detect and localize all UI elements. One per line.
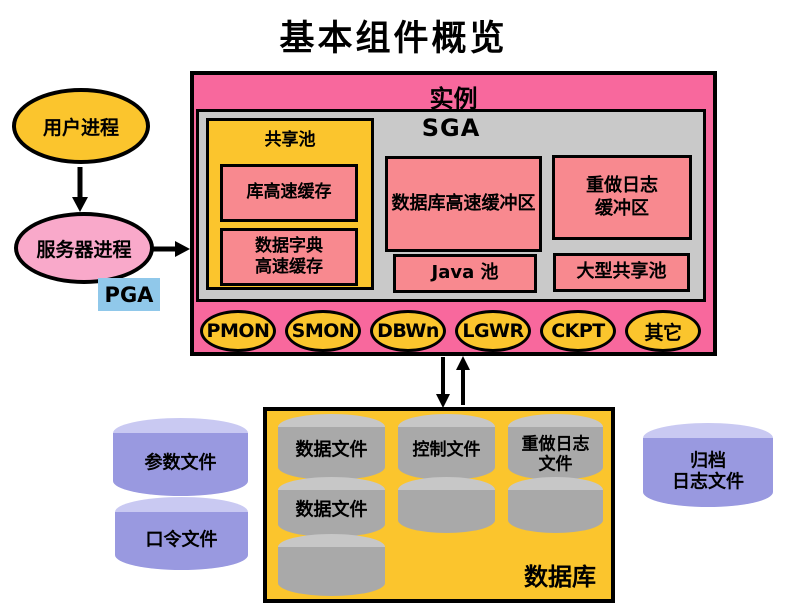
large-pool-box: 大型共享池: [553, 253, 690, 292]
cylinder-body: [508, 490, 603, 533]
process-ellipse-lgwr: LGWR: [455, 310, 531, 352]
page-title: 基本组件概览: [279, 19, 508, 59]
server-process-node: 服务器进程: [14, 212, 154, 284]
cylinder-body: [278, 427, 385, 480]
instance-box: 实例 SGA 共享池 库高速缓存 数据字典 高速缓存 数据库高速缓冲区 重做日志…: [190, 71, 717, 356]
sga-title: SGA: [421, 114, 481, 142]
arrow-db-to-instance: [456, 356, 470, 405]
parameter-file-cylinder: 参数文件: [113, 418, 248, 496]
password-file-label: 口令文件: [145, 529, 218, 551]
redo-log-buffer-box: 重做日志 缓冲区: [552, 155, 692, 240]
user-process-label: 用户进程: [42, 116, 119, 139]
cylinder-body: [113, 433, 248, 496]
archive-log-file-label: 归档 日志文件: [672, 450, 744, 492]
cylinder-body: [643, 438, 773, 507]
cylinder-body: [278, 490, 385, 537]
server-process-label: 服务器进程: [36, 238, 132, 261]
control-file-cylinder-extra: [398, 477, 495, 533]
arrow-instance-to-db: [436, 357, 450, 408]
control-file-label: 控制文件: [412, 440, 481, 461]
sga-box: SGA 共享池 库高速缓存 数据字典 高速缓存 数据库高速缓冲区 重做日志 缓冲…: [196, 109, 706, 302]
password-file-cylinder: 口令文件: [115, 497, 248, 570]
process-ellipse-ckpt: CKPT: [540, 310, 616, 352]
cylinder-body: [115, 512, 248, 570]
db-buffer-cache-box: 数据库高速缓冲区: [385, 156, 542, 252]
shared-pool-box: 共享池 库高速缓存 数据字典 高速缓存: [206, 118, 374, 290]
database-label: 数据库: [524, 563, 596, 591]
redo-log-file-cylinder-extra: [508, 477, 603, 533]
user-process-node: 用户进程: [12, 88, 150, 164]
process-ellipse-smon: SMON: [285, 310, 361, 352]
data-file-cylinder-1: 数据文件: [278, 414, 385, 480]
arrow-server-to-instance: [153, 241, 190, 257]
control-file-cylinder: 控制文件: [398, 414, 495, 480]
cylinder-body: [398, 490, 495, 533]
archive-log-file-cylinder: 归档 日志文件: [643, 423, 773, 507]
data-file-cylinder-3: [278, 534, 385, 596]
pga-label: PGA: [104, 282, 154, 307]
redo-log-file-cylinder: 重做日志 文件: [508, 414, 603, 480]
data-file-cylinder-2: 数据文件: [278, 477, 385, 537]
pga-box: PGA: [98, 278, 160, 311]
redo-log-file-label: 重做日志 文件: [521, 434, 590, 474]
process-ellipse-pmon: PMON: [200, 310, 276, 352]
cylinder-body: [398, 427, 495, 480]
cylinder-body: [278, 547, 385, 596]
cylinder-body: [508, 427, 603, 480]
parameter-file-label: 参数文件: [144, 452, 217, 474]
process-ellipse-other: 其它: [625, 310, 701, 352]
data-dictionary-cache-box: 数据字典 高速缓存: [220, 228, 358, 286]
database-box: 数据文件 数据文件 控制文件 重做日志 文件 数据库: [263, 407, 615, 603]
data-file-label-1: 数据文件: [295, 439, 368, 461]
instance-title: 实例: [429, 85, 478, 113]
arrow-user-to-server: [72, 167, 88, 212]
process-ellipse-dbwn: DBWn: [370, 310, 446, 352]
shared-pool-title: 共享池: [264, 130, 316, 150]
java-pool-box: Java 池: [393, 254, 537, 293]
library-cache-box: 库高速缓存: [220, 164, 358, 222]
data-file-label-2: 数据文件: [295, 499, 368, 521]
